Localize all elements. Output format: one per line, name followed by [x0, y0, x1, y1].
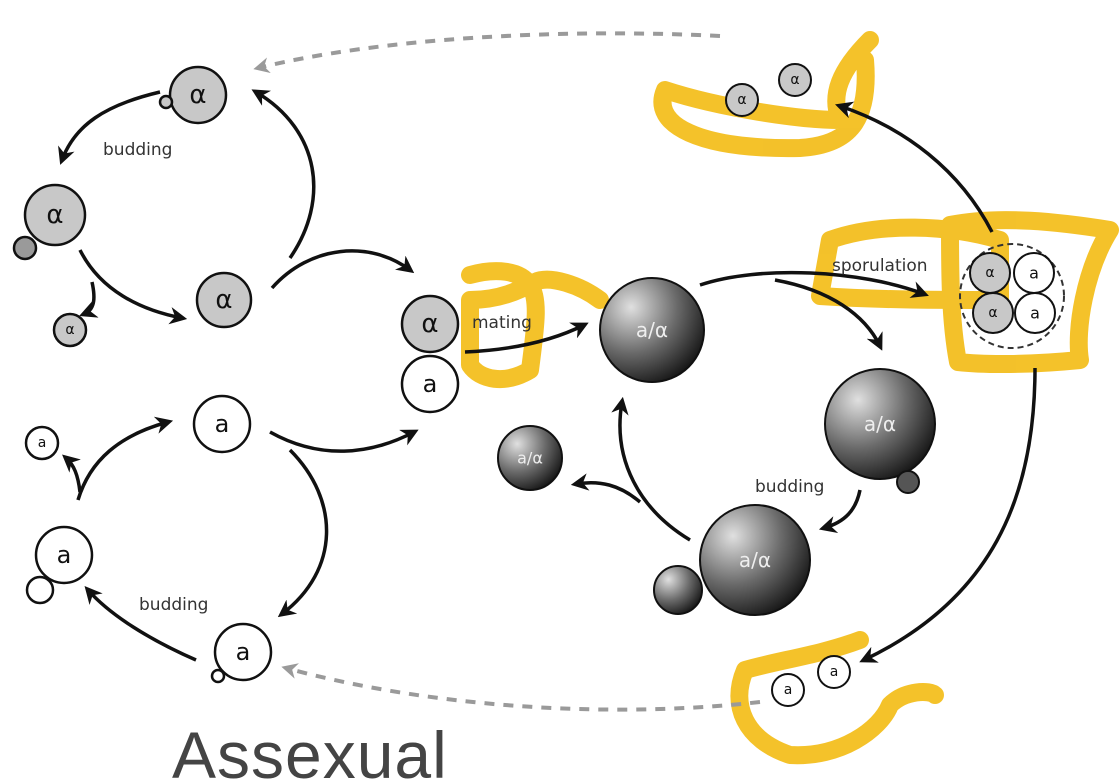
arrow-diploid-to-budding: [774, 278, 883, 351]
arrow-a-down: [277, 448, 329, 618]
cycle-arrows: [58, 89, 1037, 663]
arrow-alpha-to-mating: [270, 249, 415, 290]
label-budding-diploid: budding: [755, 477, 824, 497]
a-cell-mating-label: a: [423, 370, 438, 398]
arrow-split-small-a: [62, 454, 82, 493]
highlight-tetrad: [941, 211, 1119, 374]
a-cell-small: a: [24, 425, 60, 461]
alpha-cell-mating: α: [400, 294, 460, 354]
a-cells: a a a a a: [24, 354, 460, 684]
tetrad-spore-a-1: a: [1029, 264, 1039, 283]
diploid-cells: a/α a/α a/α a/α: [497, 277, 936, 616]
arrow-split-small-alpha: [79, 281, 99, 318]
alpha-cell-mating-label: α: [421, 309, 438, 339]
alpha-cell-budding: α: [12, 183, 87, 261]
arrow-budding-diploid-down: [818, 489, 862, 534]
alpha-cell-budding-label: α: [46, 200, 63, 230]
diploid-cell-bottom-label: a/α: [739, 548, 771, 572]
spore-a-2-label: a: [830, 664, 839, 680]
a-cell-bottom: a: [210, 622, 273, 684]
released-alpha-spores: α α: [725, 63, 812, 117]
dashed-arrow-alpha-return: [253, 31, 721, 74]
arrow-a-bud-to-mother: [84, 586, 197, 662]
arrow-a-to-mating: [269, 429, 419, 453]
diploid-cell-small: a/α: [497, 425, 563, 491]
diploid-cell-zygote-label: a/α: [636, 318, 668, 342]
alpha-cell-mid: α: [195, 271, 253, 329]
tetrad-spore-alpha-2: α: [988, 305, 997, 321]
alpha-cells: α α α α α: [12, 65, 460, 354]
label-budding-alpha: budding: [103, 140, 172, 160]
tetrad-spore-a-2: a: [1030, 304, 1040, 323]
arrow-tetrad-to-a-spores: [859, 367, 1037, 663]
diploid-cell-right: a/α: [824, 368, 936, 494]
label-sporulation: sporulation: [832, 256, 928, 276]
spore-alpha-1-label: α: [737, 92, 746, 108]
a-cell-budding-label: a: [57, 541, 72, 569]
diploid-cell-bottom: a/α: [653, 504, 811, 616]
dashed-arrow-a-return: [281, 663, 761, 712]
label-budding-a: budding: [139, 595, 208, 615]
spore-a-1-label: a: [784, 682, 793, 698]
a-cell-mating: a: [400, 354, 460, 414]
a-cell-budding: a: [25, 525, 94, 605]
footer-title: Assexual: [172, 718, 448, 780]
spore-alpha-2-label: α: [790, 72, 799, 88]
diploid-cell-small-label: a/α: [517, 449, 543, 468]
diploid-cell-right-label: a/α: [864, 412, 896, 436]
alpha-cell-small: α: [52, 312, 88, 348]
alpha-cell-mid-label: α: [215, 285, 232, 315]
alpha-cell-top-label: α: [189, 80, 206, 110]
arrow-alpha-up: [251, 89, 316, 259]
process-labels: budding budding budding mating sporulati…: [103, 140, 928, 615]
highlight-top-spores: [653, 31, 879, 158]
diploid-cell-zygote: a/α: [599, 277, 705, 383]
highlight-marks: [461, 31, 1119, 765]
released-a-spores: a a: [771, 655, 851, 707]
arrow-tetrad-to-alpha-spores: [835, 101, 994, 233]
a-cell-small-label: a: [38, 435, 47, 451]
highlight-bottom-spores: [730, 631, 944, 765]
arrow-alpha-mother-to-alpha: [78, 249, 188, 325]
a-cell-top-label: a: [215, 410, 230, 438]
arrow-alpha-to-budding: [58, 90, 161, 165]
arrow-mating: [464, 322, 589, 354]
arrow-diploid-to-sporulation: [699, 270, 929, 298]
arrow-split-small-diploid: [570, 473, 642, 504]
label-mating: mating: [472, 313, 532, 333]
return-arrows: [253, 31, 761, 712]
tetrad-ascus: α a α a: [959, 243, 1065, 349]
alpha-cell-top: α: [158, 65, 228, 125]
highlight-mating: [461, 262, 609, 389]
a-cell-bottom-label: a: [236, 638, 251, 666]
a-cell-top: a: [192, 394, 252, 454]
tetrad-spore-alpha-1: α: [985, 265, 994, 281]
arrow-diploid-bud-up: [611, 396, 691, 542]
alpha-cell-small-label: α: [65, 322, 74, 338]
arrow-a-mother-up: [76, 416, 174, 501]
